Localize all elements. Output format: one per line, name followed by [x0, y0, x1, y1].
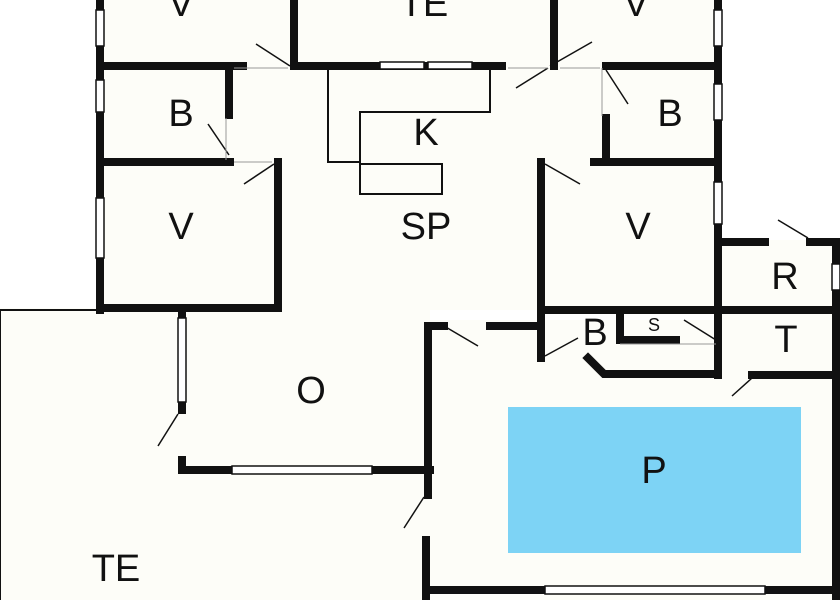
door	[544, 163, 581, 185]
room-label-p: P	[641, 450, 666, 492]
window	[95, 79, 105, 113]
partition-lines	[225, 67, 716, 345]
pool	[508, 407, 801, 553]
room-label-sp: SP	[401, 206, 452, 248]
window	[427, 61, 473, 70]
door	[777, 219, 809, 239]
window	[713, 181, 723, 225]
window	[177, 317, 187, 403]
window	[544, 585, 766, 595]
door	[157, 413, 179, 447]
door	[443, 325, 479, 347]
window	[831, 263, 840, 291]
room-label-b: B	[582, 312, 607, 354]
room-label-o: O	[296, 370, 326, 412]
room-label-te: TE	[400, 0, 449, 25]
door	[403, 496, 425, 529]
door	[731, 377, 753, 397]
room-labels: V TE V B K B V SP V R B S T O P TE	[92, 0, 799, 590]
windows	[95, 9, 840, 595]
kitchen-counters	[327, 70, 491, 195]
room-label-v: V	[625, 206, 651, 248]
room-label-r: R	[771, 256, 798, 298]
door	[605, 69, 629, 105]
window	[713, 83, 723, 121]
window	[231, 465, 373, 475]
room-label-b: B	[168, 93, 193, 135]
door	[515, 67, 549, 89]
door	[243, 163, 275, 185]
door	[544, 337, 579, 357]
window	[95, 9, 105, 47]
window	[379, 61, 425, 70]
room-label-v: V	[168, 0, 194, 25]
room-label-te: TE	[92, 548, 141, 590]
window	[713, 9, 723, 47]
room-label-b: B	[657, 93, 682, 135]
window	[95, 197, 105, 259]
room-label-t: T	[774, 319, 797, 361]
room-label-v: V	[168, 206, 194, 248]
room-label-v: V	[623, 0, 649, 25]
door	[255, 43, 291, 67]
room-label-s: S	[648, 315, 660, 335]
door	[683, 319, 717, 341]
doors	[157, 41, 809, 529]
room-label-k: K	[413, 112, 438, 154]
door	[549, 41, 593, 67]
